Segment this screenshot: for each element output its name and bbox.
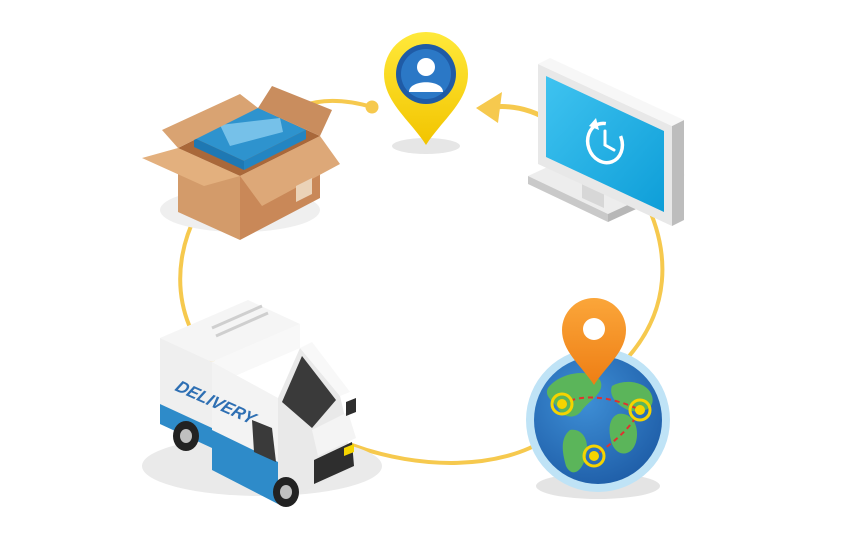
delivery-van-icon: DELIVERY [142,300,382,507]
van-windshield [282,356,336,428]
van-side-stripe [212,430,278,504]
arrow-head-icon [476,92,502,123]
box-label [296,178,312,202]
van-headlight [344,444,354,456]
route-waypoint [582,444,606,468]
connector-globe-to-monitor [628,198,665,357]
van-side-window [252,420,276,462]
route-waypoint [550,392,574,416]
route-line [561,396,641,411]
connector-dot [365,100,379,114]
open-box-icon [142,86,340,240]
orange-location-pin-icon [562,298,626,385]
monitor-clock-icon [528,58,685,226]
user-location-pin-icon [384,32,468,154]
box-flap-back-left [162,94,258,148]
route-waypoint [628,398,652,422]
continent-europe-asia [611,381,653,412]
box-flap-front-left [142,148,240,186]
box-flap-front-right [240,136,340,206]
clock-refresh-icon [585,118,625,165]
globe-location-pin-icon [526,298,670,499]
connector-van-to-globe [350,436,550,465]
user-body-icon [409,82,443,92]
van-mirror [346,398,356,416]
user-head-icon [417,58,435,76]
box-flap-back-right [258,86,332,136]
continent-south-america [562,429,588,473]
